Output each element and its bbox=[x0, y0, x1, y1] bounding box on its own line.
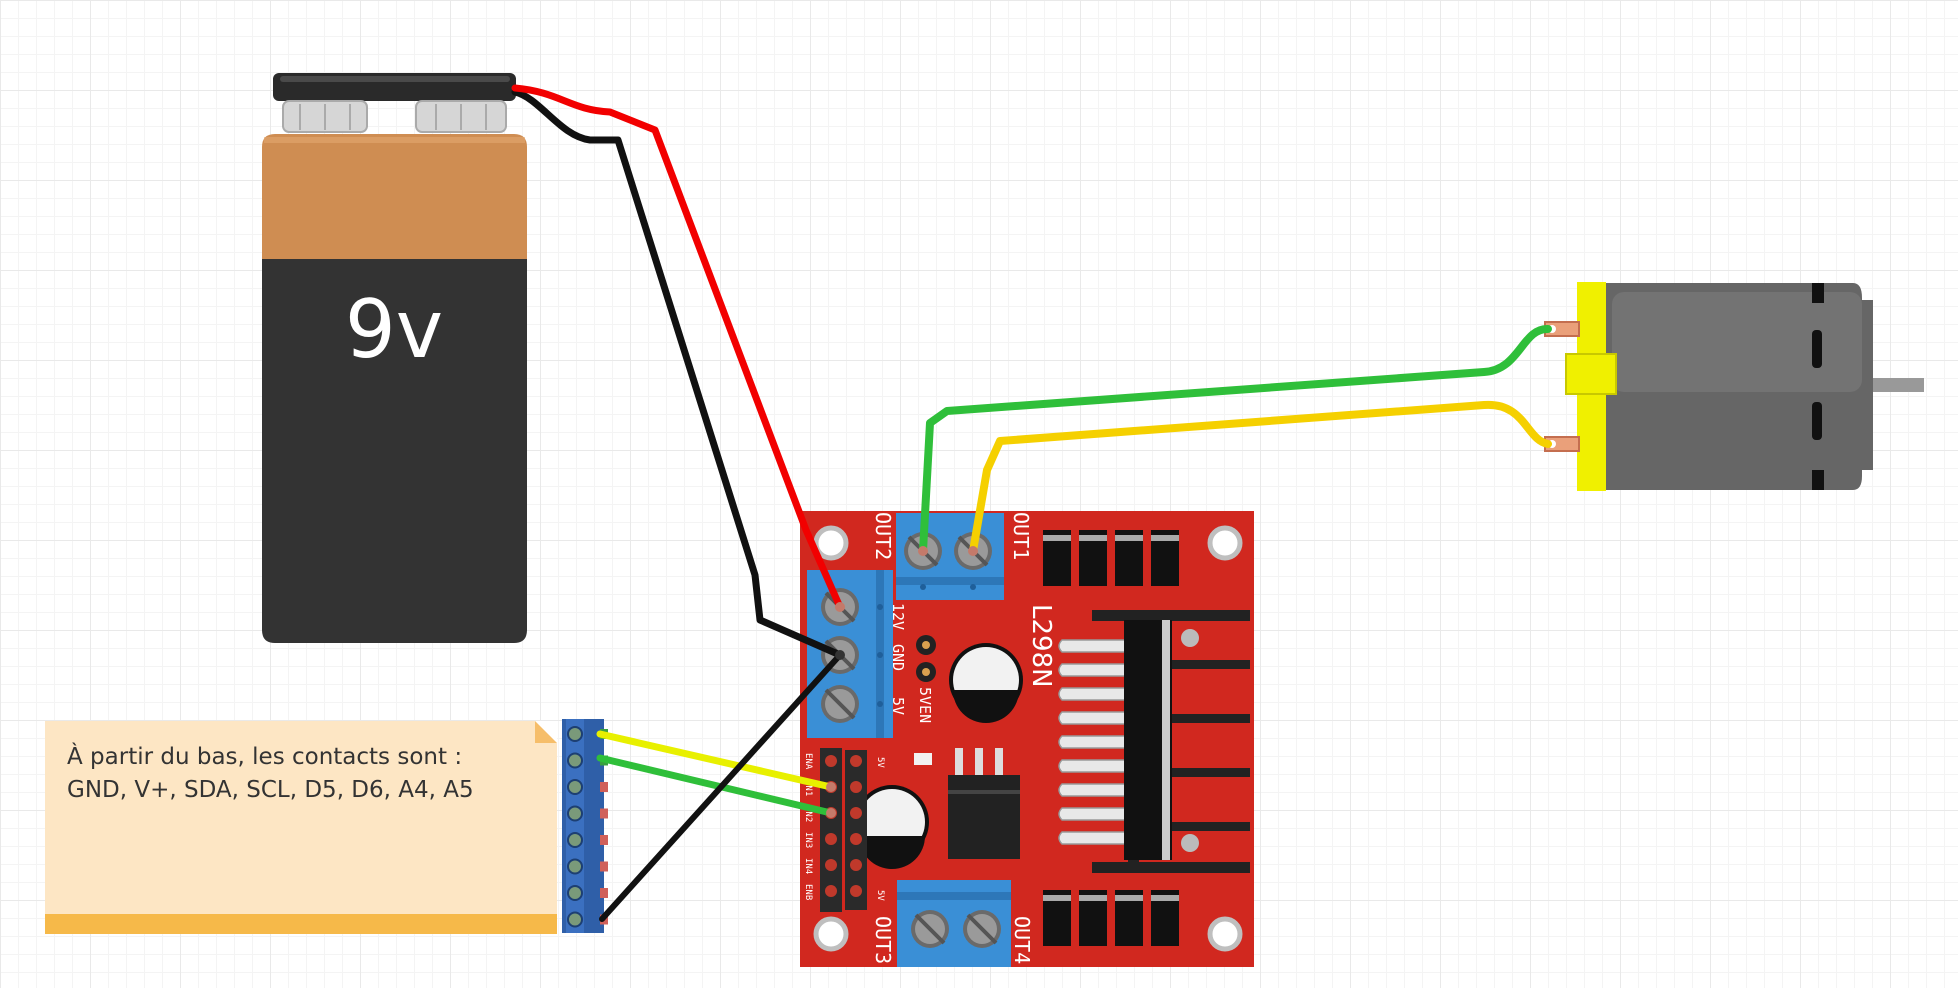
wire-signal-black[interactable] bbox=[599, 652, 843, 922]
label-in3: IN3 bbox=[803, 832, 813, 848]
note-line-2: GND, V+, SDA, SCL, D5, D6, A4, A5 bbox=[67, 777, 474, 803]
label-5ven: 5VEN bbox=[916, 687, 934, 723]
battery-body bbox=[262, 258, 527, 643]
label-in1: IN1 bbox=[803, 780, 813, 796]
wire-signal-yellow[interactable] bbox=[596, 730, 835, 791]
label-out3: OUT3 bbox=[871, 916, 895, 964]
l298n-label: L298N bbox=[1026, 604, 1056, 688]
note-bottom-bar bbox=[45, 914, 557, 934]
terminal-power[interactable] bbox=[807, 570, 893, 738]
voltage-regulator bbox=[948, 748, 1020, 859]
mounting-holes bbox=[813, 525, 1243, 952]
wire-signal-green[interactable] bbox=[596, 754, 835, 817]
wire-endpoints bbox=[826, 546, 978, 818]
connector-pin bbox=[567, 858, 608, 875]
capacitor-top bbox=[949, 643, 1023, 723]
label-out4: OUT4 bbox=[1010, 916, 1034, 964]
connector-pin bbox=[567, 885, 608, 901]
label-5v-pin-bottom: 5V bbox=[875, 890, 885, 901]
wire-battery-negative[interactable] bbox=[511, 88, 844, 659]
battery-label: 9v bbox=[345, 283, 443, 376]
label-5v-pin-top: 5V bbox=[875, 757, 885, 768]
terminal-out3-out4[interactable] bbox=[897, 880, 1011, 967]
connector-pin bbox=[567, 779, 608, 795]
battery-9v[interactable]: 9v bbox=[262, 73, 527, 643]
note-line-1: À partir du bas, les contacts sont : bbox=[67, 744, 463, 770]
capacitor-bottom bbox=[855, 785, 929, 869]
label-enb: ENB bbox=[803, 884, 813, 900]
label-out1: OUT1 bbox=[1009, 512, 1033, 560]
label-in2: IN2 bbox=[803, 806, 813, 822]
annotation-note[interactable]: À partir du bas, les contacts sont : GND… bbox=[45, 721, 557, 934]
note-text: À partir du bas, les contacts sont : GND… bbox=[67, 741, 537, 807]
wire-motor-b[interactable] bbox=[969, 400, 1552, 555]
label-ena: ENA bbox=[803, 753, 813, 770]
diodes-top bbox=[1043, 530, 1179, 586]
terminal-out1-out2[interactable] bbox=[896, 513, 1004, 600]
label-out2: OUT2 bbox=[871, 512, 895, 560]
connector-pin bbox=[567, 805, 608, 822]
dc-motor[interactable] bbox=[1544, 282, 1924, 491]
label-12v: 12V bbox=[889, 603, 907, 630]
label-gnd: GND bbox=[889, 644, 907, 671]
connector-pin bbox=[567, 832, 608, 848]
label-5v: 5V bbox=[889, 697, 907, 715]
l298n-driver-board[interactable]: OUT1 L298N bbox=[800, 511, 1254, 967]
wire-battery-positive[interactable] bbox=[511, 84, 844, 611]
note-fold bbox=[535, 721, 557, 743]
diodes-bottom bbox=[1043, 890, 1179, 946]
battery-cap-band bbox=[262, 134, 527, 259]
l298n-chip bbox=[1058, 620, 1199, 860]
motor-shaft bbox=[1870, 378, 1924, 392]
label-in4: IN4 bbox=[803, 858, 813, 874]
wire-motor-a[interactable] bbox=[919, 324, 1552, 555]
battery-terminals bbox=[282, 100, 507, 133]
jumper-5ven bbox=[916, 635, 936, 682]
motor-slots bbox=[1812, 283, 1824, 490]
sensor-connector[interactable] bbox=[562, 719, 608, 933]
